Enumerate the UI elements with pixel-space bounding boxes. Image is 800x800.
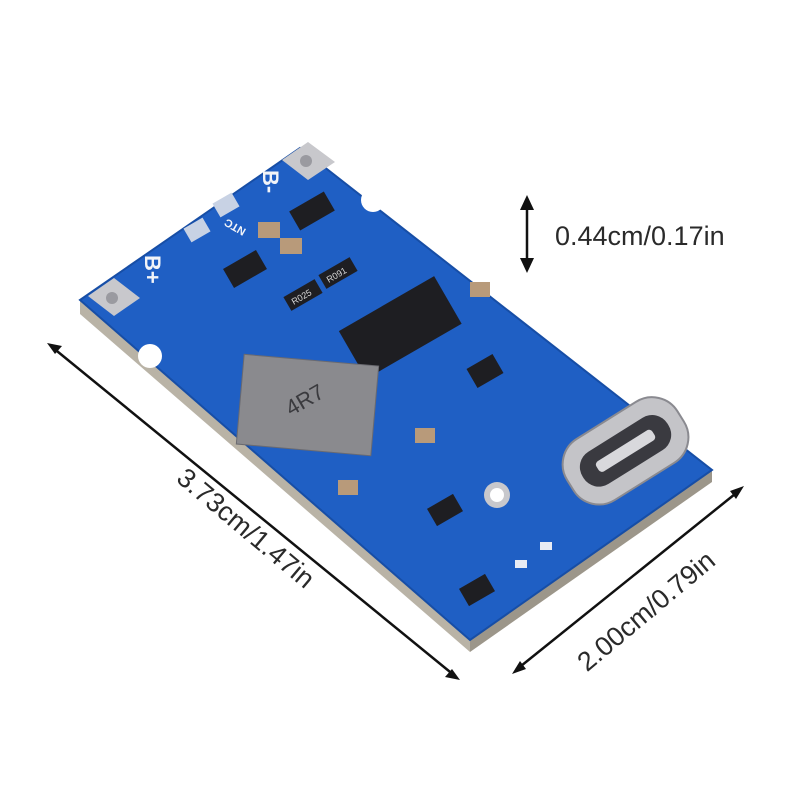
resistor-r091 — [318, 257, 358, 289]
thickness-dimension-arrow — [520, 195, 534, 273]
length-dimension-arrow — [47, 343, 460, 680]
mosfet — [427, 493, 463, 527]
ntc-pad — [183, 217, 211, 243]
mosfet — [466, 353, 504, 389]
resistor-r025 — [283, 279, 323, 311]
notch — [138, 344, 162, 368]
ntc-pad — [212, 192, 240, 218]
capacitor — [258, 222, 280, 238]
pad-hole — [106, 292, 118, 304]
pad-hole — [300, 155, 312, 167]
capacitor — [280, 238, 302, 254]
inductor — [235, 353, 380, 457]
transistor — [223, 249, 267, 289]
silk-b-plus: B+ — [140, 255, 165, 284]
led — [515, 560, 527, 568]
silk-b-minus: B- — [258, 170, 283, 193]
usb-c-connector — [561, 396, 690, 506]
thickness-label: 0.44cm/0.17in — [555, 221, 725, 251]
components: 4R7 R025 R091 — [223, 191, 552, 607]
ic-chip — [338, 276, 462, 379]
diode — [289, 191, 335, 231]
mounting-hole-center — [490, 488, 504, 502]
capacitor — [338, 480, 358, 495]
notch — [361, 188, 385, 212]
pcb-edge-right — [470, 470, 712, 652]
width-dimension-arrow — [512, 486, 744, 674]
mosfet — [459, 573, 495, 607]
capacitor — [470, 282, 490, 297]
pcb-edge — [80, 300, 470, 652]
capacitor — [415, 428, 435, 443]
led — [540, 542, 552, 550]
